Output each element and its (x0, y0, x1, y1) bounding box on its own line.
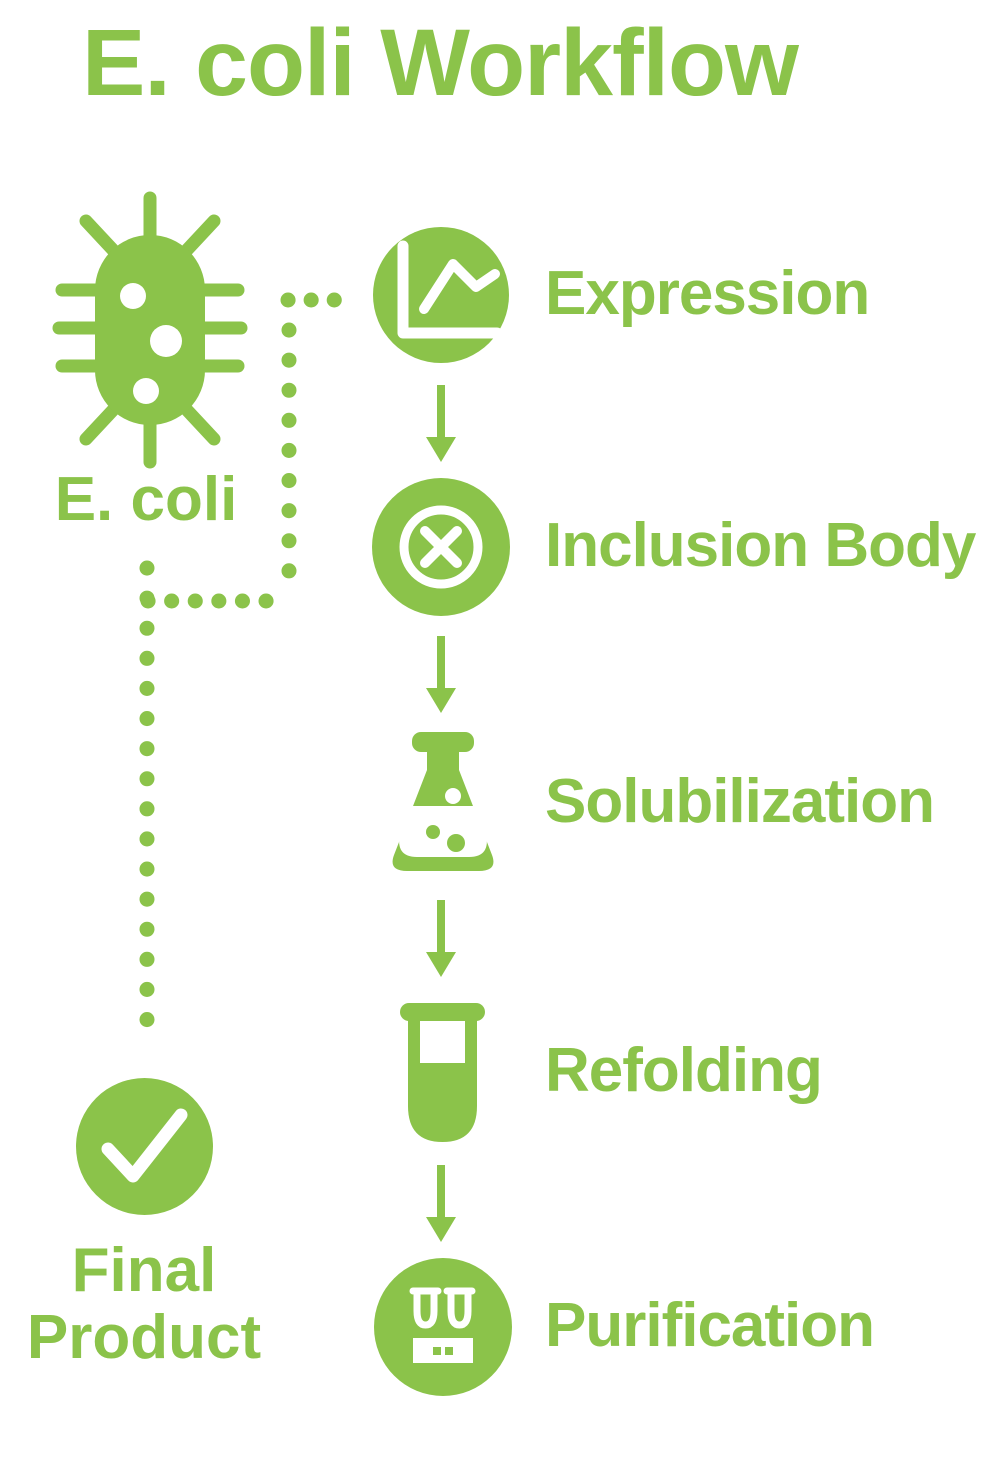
bacterium-plasmids (120, 283, 182, 404)
test-tube-rack-icon (374, 1258, 512, 1396)
ecoli-label: E. coli (54, 465, 238, 534)
final-product-line-2: Product (26, 1302, 262, 1372)
inner-ring (399, 505, 483, 589)
rack-tubes (409, 1287, 476, 1329)
stage-label-purification: Purification (545, 1291, 875, 1361)
checkmark-circle-icon (76, 1078, 213, 1215)
flow-arrows (426, 385, 456, 1242)
flask-liquid (399, 806, 487, 857)
bacterium-icon (52, 191, 248, 469)
dotted-connector-ecoli-to-expression (139, 292, 365, 1056)
erlenmeyer-flask-icon (392, 732, 494, 871)
chart-line (419, 259, 500, 314)
checkmark (101, 1108, 188, 1183)
tube-window (420, 1021, 465, 1063)
x-mark (420, 526, 462, 568)
test-tube-icon (400, 1003, 485, 1142)
flask-bubble (445, 788, 461, 804)
final-product-line-1: Final (71, 1236, 217, 1305)
arrow-refolding-to-purification (426, 1165, 456, 1242)
page-title: E. coli Workflow (82, 10, 799, 116)
stage-label-inclusion-body: Inclusion Body (545, 511, 976, 581)
line-chart-icon (373, 227, 509, 363)
stage-label-solubilization: Solubilization (545, 767, 935, 837)
tube-cap (400, 1003, 485, 1021)
bacterium-pili (52, 191, 248, 469)
arrow-expression-to-inclusion-body (426, 385, 456, 462)
final-product-label: Final Product (26, 1236, 262, 1372)
chart-axes (397, 240, 503, 339)
arrow-solubilization-to-refolding (426, 900, 456, 977)
stage-label-refolding: Refolding (545, 1036, 823, 1106)
arrow-inclusion-body-to-solubilization (426, 636, 456, 713)
stage-label-expression: Expression (545, 259, 870, 329)
bacterium-body (95, 235, 205, 425)
crossed-circle-icon (372, 478, 510, 616)
rack-base (413, 1338, 473, 1363)
